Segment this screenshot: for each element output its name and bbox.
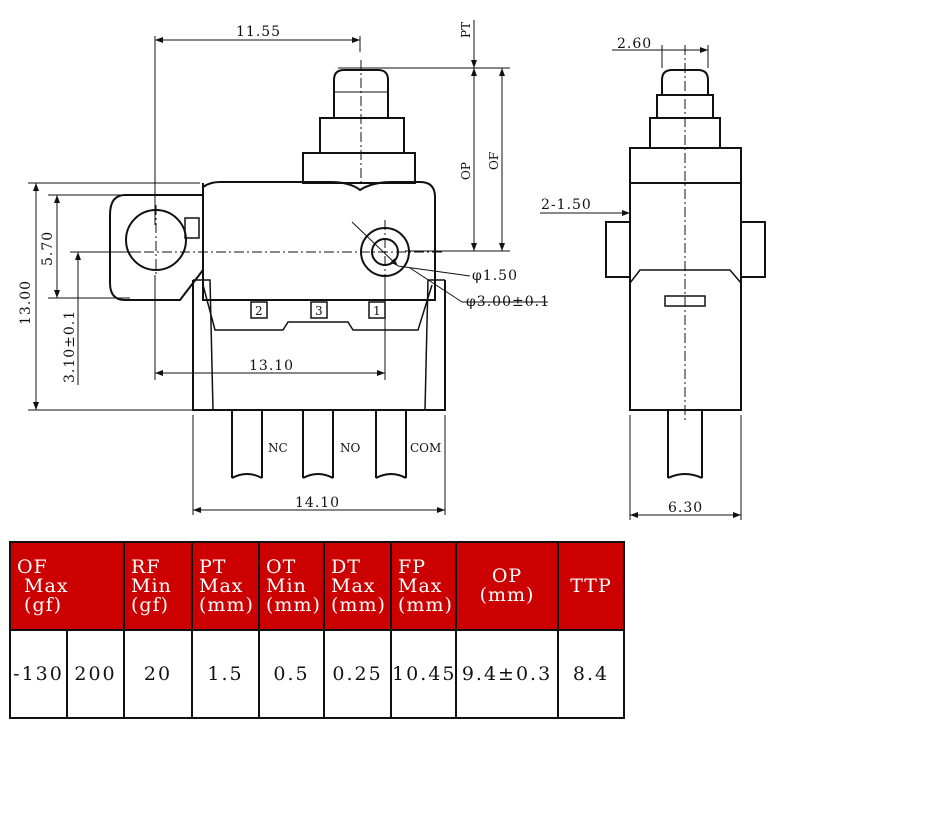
terminal-nc [231,410,263,479]
pin-number-2: 2 [255,304,263,318]
cell-rf: 20 [123,629,194,719]
side-view [605,69,766,479]
header-rf: RF Min (gf) [123,541,194,631]
pin-number-1: 1 [373,304,381,318]
spec-table: OF Max (gf) RF Min (gf) PT Max (mm) OT M… [8,541,626,719]
header-ttp: TTP [557,541,626,631]
mounting-tab [109,194,204,301]
switch-base [192,280,446,411]
header-fp: FP Max (mm) [390,541,458,631]
cell-op: 9.4±0.3 [455,629,560,719]
dim-6-30: 6.30 [668,500,703,516]
dim-14-10: 14.10 [295,495,340,511]
cell-dt: 0.25 [323,629,393,719]
table-row: -130 200 20 1.5 0.5 0.25 10.45 9.4±0.3 8… [9,629,626,719]
switch-drawing: 11.55 2.60 PT OP OF 5.70 13.00 3.10±0.1 … [18,20,766,520]
side-body [629,147,742,411]
front-view [109,69,446,479]
header-op: OP (mm) [455,541,560,631]
header-dt: DT Max (mm) [323,541,393,631]
terminal-label-no: NO [340,441,361,455]
header-of: OF Max (gf) [8,541,126,631]
terminal-label-nc: NC [268,441,288,455]
dim-13-10: 13.10 [249,358,294,374]
switch-body [202,181,436,301]
dim-2-60: 2.60 [617,36,652,52]
side-plunger [661,69,709,96]
dim-pt: PT [459,22,473,38]
pin-number-3: 3 [315,304,323,318]
dim-phi-3-00: φ3.00±0.1 [466,294,550,310]
cell-of-max: 200 [65,629,126,719]
dim-13-00: 13.00 [18,280,34,325]
terminal-label-com: COM [410,441,441,455]
dim-3-10: 3.10±0.1 [62,310,78,383]
header-ot: OT Min (mm) [258,541,326,631]
terminal-no [302,410,334,479]
cell-ot: 0.5 [258,629,326,719]
dim-op: OP [459,162,473,180]
cell-ttp: 8.4 [557,629,626,719]
cell-fp: 10.45 [390,629,458,719]
terminal-com [375,410,407,479]
actuator-housing [302,152,416,184]
cell-of-min: -130 [9,629,68,719]
dim-of: OF [487,152,501,170]
header-pt: PT Max (mm) [191,541,261,631]
table-header-row: OF Max (gf) RF Min (gf) PT Max (mm) OT M… [8,541,626,631]
dim-2-1-50: 2-1.50 [541,197,592,213]
dim-11-55: 11.55 [236,24,281,40]
side-terminal [667,410,703,479]
dim-phi-1-50: φ1.50 [472,268,518,284]
dim-5-70: 5.70 [40,231,56,266]
cell-pt: 1.5 [191,629,261,719]
plunger-collar [319,117,405,154]
plunger [333,69,389,119]
